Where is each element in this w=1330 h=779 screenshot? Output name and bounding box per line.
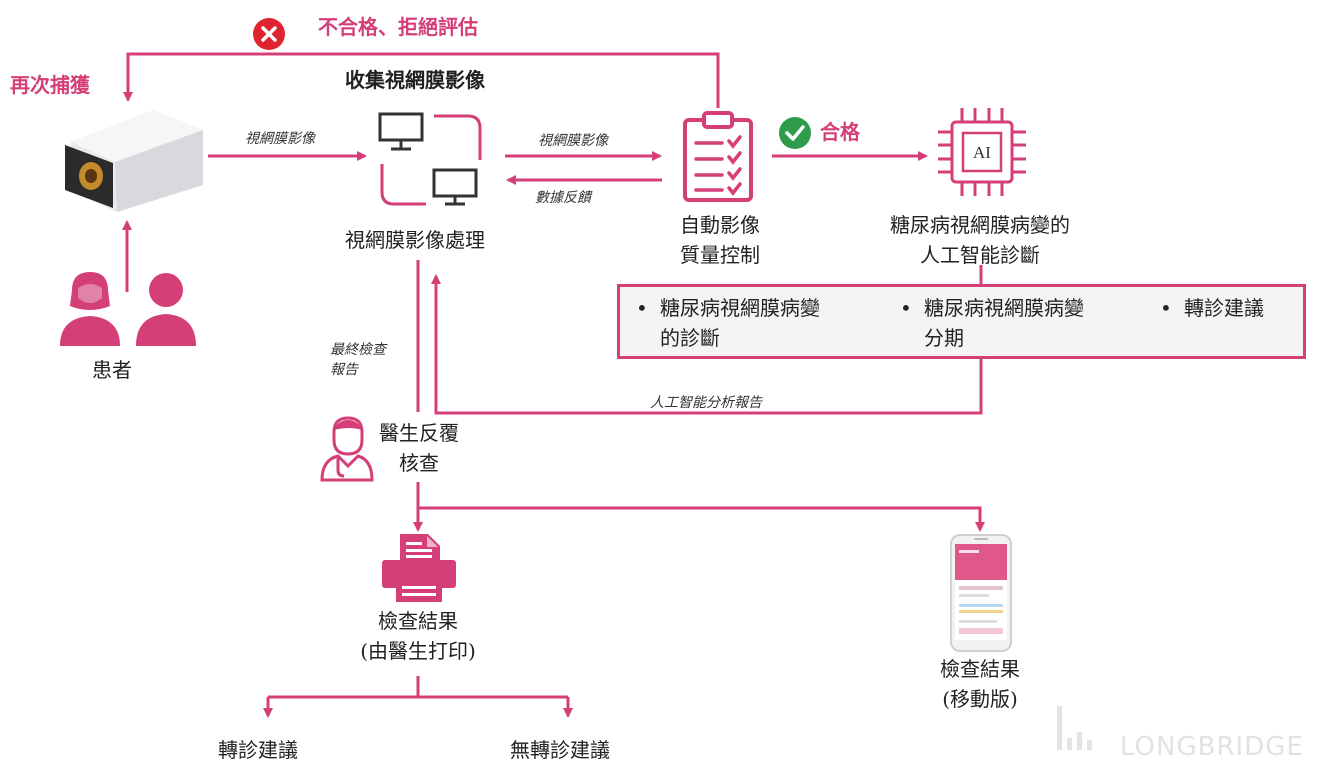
patients-label: 患者 (92, 358, 132, 382)
collect-title: 收集視網膜影像 (345, 68, 485, 92)
final-report-text: 最終檢查 報告 (330, 342, 386, 378)
bullet-dot: • (636, 296, 648, 320)
edge-label-final-report: 最終檢查 報告 (330, 320, 386, 380)
bullet-dot: • (900, 296, 912, 320)
reject-label: 不合格、拒絕評估 (318, 15, 478, 39)
edge-label-ai-report: 人工智能分析報告 (650, 395, 762, 411)
output-item-text: 糖尿病視網膜病變 的診斷 (660, 296, 820, 350)
output-item-text: 糖尿病視網膜病變 分期 (924, 296, 1084, 350)
ai-report-arrow (431, 274, 983, 415)
camera-icon (55, 100, 205, 215)
ai-diagnosis-label: 糖尿病視網膜病變的 人工智能診斷 (860, 210, 1100, 270)
ai-chip-icon: AI (932, 102, 1032, 202)
watermark-text: LONGBRIDGE (1120, 732, 1304, 762)
ai-chip-text: AI (973, 143, 991, 162)
quality-control-label: 自動影像 質量控制 (660, 210, 780, 270)
output-item-referral: • 轉診建議 (1160, 293, 1264, 323)
output-item-staging: • 糖尿病視網膜病變 分期 (900, 293, 1084, 353)
pass-check-icon (778, 116, 812, 150)
monitor-pair-icon (376, 108, 486, 208)
no-referral-label: 無轉診建議 (510, 738, 610, 762)
mobile-phone-icon (950, 534, 1012, 652)
ai-diagnosis-text: 糖尿病視網膜病變的 人工智能診斷 (890, 213, 1070, 267)
result-mobile-label: 檢查結果 (移動版) (920, 654, 1040, 714)
reject-loop-arrow (123, 52, 720, 108)
processing-label: 視網膜影像處理 (345, 228, 485, 252)
edge-label-data-feedback: 數據反饋 (535, 190, 591, 206)
clipboard-checklist-icon (682, 110, 754, 202)
edge-label-retina-image-1: 視網膜影像 (245, 131, 315, 147)
output-item-diagnosis: • 糖尿病視網膜病變 的診斷 (636, 293, 820, 353)
edge-label-retina-image-2: 視網膜影像 (538, 133, 608, 149)
patients-icon (58, 270, 200, 346)
output-item-text: 轉診建議 (1184, 296, 1264, 320)
result-print-label: 檢查結果 (由醫生打印) (340, 606, 496, 666)
referral-label: 轉診建議 (218, 738, 298, 762)
doctor-review-text: 醫生反覆 核查 (379, 421, 459, 475)
doctor-review-label: 醫生反覆 核查 (374, 418, 464, 478)
doctor-icon (318, 414, 374, 482)
bullet-dot: • (1160, 296, 1172, 320)
ai-outputs-box: • 糖尿病視網膜病變 的診斷 • 糖尿病視網膜病變 分期 • 轉診建議 (617, 284, 1306, 359)
quality-control-text: 自動影像 質量控制 (680, 213, 760, 267)
split-to-mobile-arrow (418, 506, 985, 532)
pass-label: 合格 (820, 120, 860, 144)
printer-icon (380, 532, 458, 604)
watermark-logo-icon (1053, 704, 1101, 752)
reject-icon (252, 17, 286, 51)
result-mobile-text: 檢查結果 (移動版) (940, 657, 1020, 711)
result-print-text: 檢查結果 (由醫生打印) (360, 609, 476, 663)
recapture-label: 再次捕獲 (10, 73, 90, 97)
